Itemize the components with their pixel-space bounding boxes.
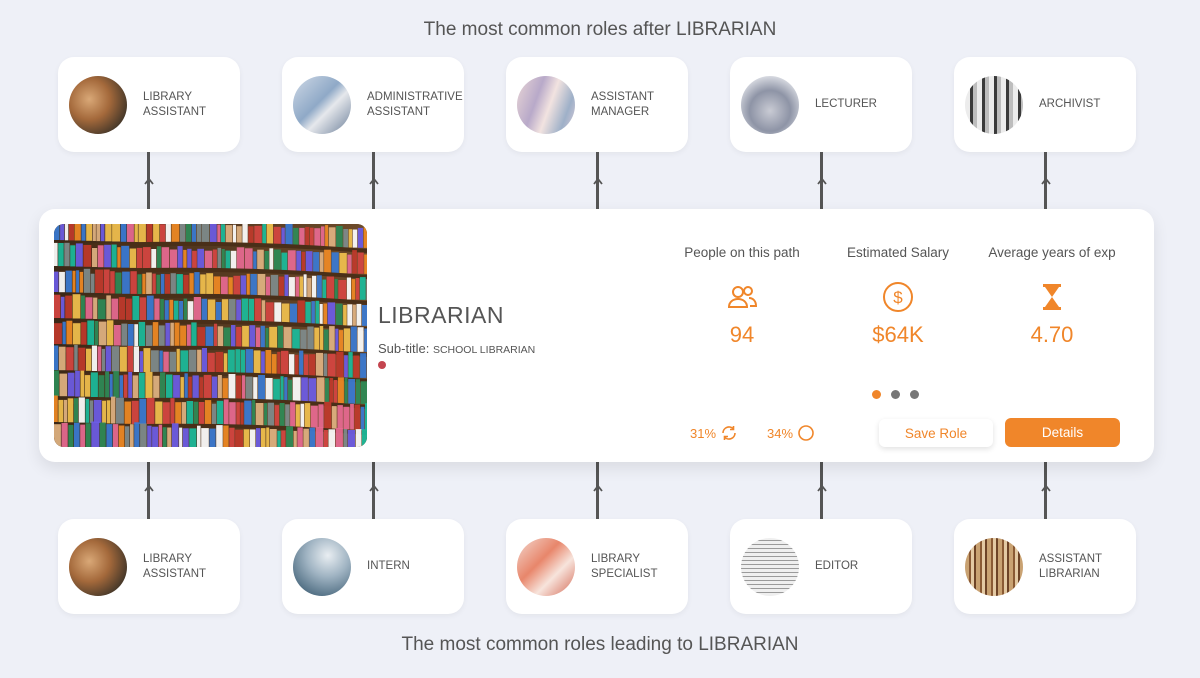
arrow-up-icon xyxy=(144,177,154,185)
metric-retention: 31% xyxy=(690,424,738,442)
library-bookshelf-image xyxy=(54,224,367,447)
next-roles-heading: The most common roles after LIBRARIAN xyxy=(423,19,777,40)
stat-value: 94 xyxy=(729,322,755,347)
next-role-card-administrative-assistant[interactable]: ADMINISTRATIVE ASSISTANT xyxy=(282,57,464,152)
stat-people: People on this path 94 xyxy=(662,245,822,348)
arrow-up-icon xyxy=(1041,177,1051,185)
subtitle-value: SCHOOL LIBRARIAN xyxy=(432,344,536,356)
metric-transition: 34% xyxy=(767,424,815,442)
lecturer-photo xyxy=(741,75,799,134)
role-subtitle: Sub-title: SCHOOL LIBRARIAN xyxy=(378,341,535,356)
status-dot xyxy=(378,361,386,369)
role-label: INTERN xyxy=(367,560,410,572)
refresh-icon xyxy=(722,426,736,440)
intern-photo xyxy=(293,537,351,596)
role-label: ASSISTANT MANAGER xyxy=(591,90,655,118)
stat-label: Estimated Salary xyxy=(846,245,950,260)
role-label: LIBRARY ASSISTANT xyxy=(143,552,207,580)
prev-role-card-editor[interactable]: EDITOR xyxy=(730,519,912,614)
dollar-icon: $ xyxy=(883,282,913,312)
arrow-up-icon xyxy=(369,484,379,492)
connector-line xyxy=(820,462,823,519)
next-role-card-archivist[interactable]: ARCHIVIST xyxy=(954,57,1136,152)
connector-line xyxy=(596,462,599,519)
connector-line xyxy=(1044,462,1047,519)
subtitle-label: Sub-title: xyxy=(378,341,430,356)
role-label: EDITOR xyxy=(815,560,859,572)
next-role-card-library-assistant[interactable]: LIBRARY ASSISTANT xyxy=(58,57,240,152)
prev-role-card-assistant-librarian[interactable]: ASSISTANT LIBRARIAN xyxy=(954,519,1136,614)
stat-label: People on this path xyxy=(684,245,800,260)
prev-role-card-library-assistant[interactable]: LIBRARY ASSISTANT xyxy=(58,519,240,614)
library-assistant-photo xyxy=(69,75,127,134)
hourglass-icon xyxy=(1043,284,1061,310)
arrow-up-icon xyxy=(817,484,827,492)
role-title: LIBRARIAN xyxy=(378,302,504,328)
pager-dot[interactable] xyxy=(872,390,881,399)
stat-value: 4.70 xyxy=(1030,322,1074,347)
arrow-up-icon xyxy=(593,177,603,185)
role-label: ASSISTANT LIBRARIAN xyxy=(1039,552,1103,580)
svg-text:$: $ xyxy=(893,288,903,307)
connector-line xyxy=(372,462,375,519)
next-role-card-assistant-manager[interactable]: ASSISTANT MANAGER xyxy=(506,57,688,152)
role-label: LECTURER xyxy=(815,98,877,110)
bookshelf-illustration xyxy=(54,224,367,447)
stat-salary: Estimated Salary $ $64K xyxy=(818,245,978,348)
prev-role-card-library-specialist[interactable]: LIBRARY SPECIALIST xyxy=(506,519,688,614)
current-role-card: LIBRARIAN Sub-title: SCHOOL LIBRARIAN Pe… xyxy=(39,209,1154,462)
pager-dot[interactable] xyxy=(891,390,900,399)
arrow-up-icon xyxy=(593,484,603,492)
save-role-button[interactable]: Save Role xyxy=(879,419,993,447)
arrow-up-icon xyxy=(1041,484,1051,492)
role-label: ARCHIVIST xyxy=(1039,98,1101,110)
administrative-assistant-photo xyxy=(293,75,351,134)
role-label: LIBRARY ASSISTANT xyxy=(143,90,207,118)
arrow-up-icon xyxy=(369,177,379,185)
previous-roles-heading: The most common roles leading to LIBRARI… xyxy=(401,634,799,655)
stat-label: Average years of exp xyxy=(988,245,1116,260)
editor-photo xyxy=(741,537,799,596)
circle-icon xyxy=(798,425,814,441)
stat-value: $64K xyxy=(872,322,924,347)
details-button[interactable]: Details xyxy=(1005,418,1120,447)
library-assistant-photo xyxy=(69,537,127,596)
people-icon xyxy=(727,286,758,308)
archivist-photo xyxy=(965,75,1023,134)
assistant-librarian-photo xyxy=(965,537,1023,596)
stat-experience: Average years of exp 4.70 xyxy=(972,245,1132,348)
pager-dot[interactable] xyxy=(910,390,919,399)
metric-value: 31% xyxy=(690,425,717,441)
assistant-manager-photo xyxy=(517,75,575,134)
connector-line xyxy=(147,462,150,519)
role-label: LIBRARY SPECIALIST xyxy=(591,552,658,580)
metric-value: 34% xyxy=(767,425,794,441)
role-label: ADMINISTRATIVE ASSISTANT xyxy=(367,90,463,118)
prev-role-card-intern[interactable]: INTERN xyxy=(282,519,464,614)
arrow-up-icon xyxy=(817,177,827,185)
library-specialist-photo xyxy=(517,537,575,596)
arrow-up-icon xyxy=(144,484,154,492)
next-role-card-lecturer[interactable]: LECTURER xyxy=(730,57,912,152)
